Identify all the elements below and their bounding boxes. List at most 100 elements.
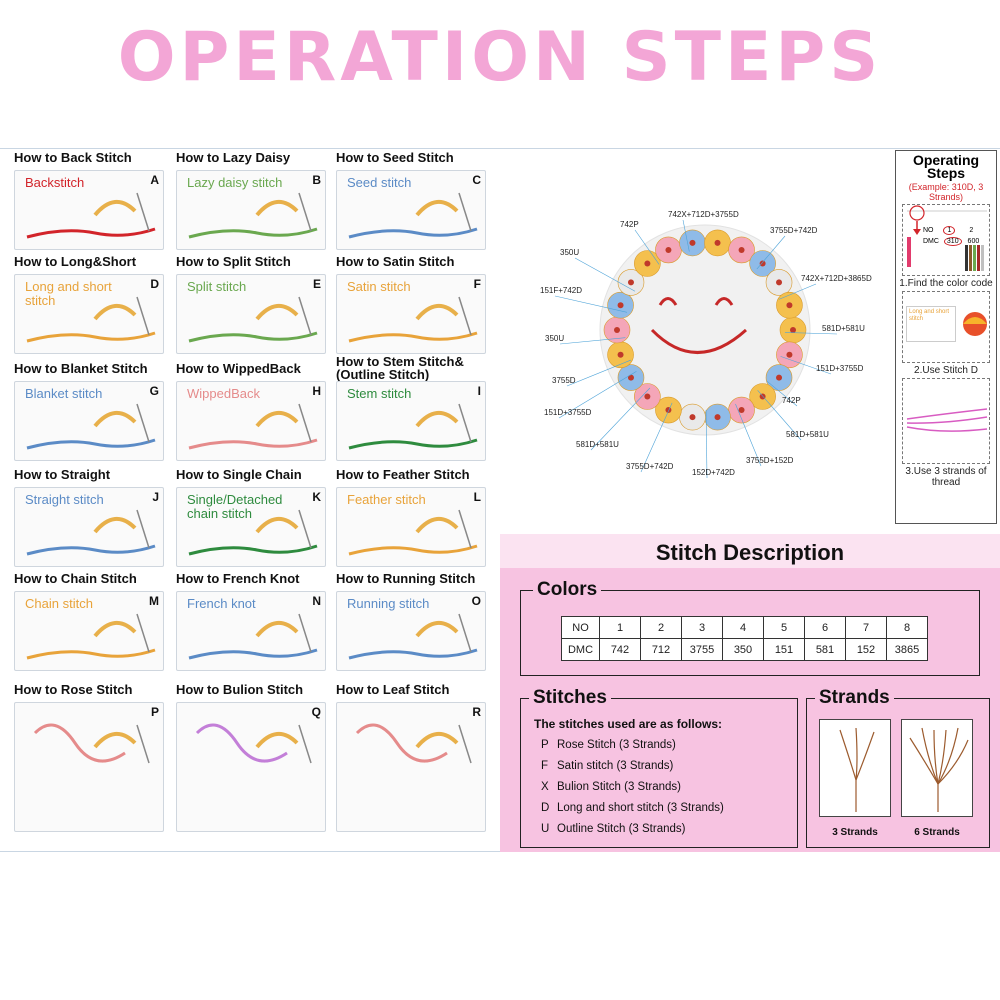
step2-caption: 2.Use Stitch D — [914, 365, 978, 376]
stitch-card-label: Satin stitch — [347, 279, 411, 294]
stitch-illustration — [348, 403, 478, 450]
operating-steps-example: (Example: 310D, 3 Strands) — [908, 182, 984, 202]
wreath-color-label: 742X+712D+3755D — [668, 210, 739, 219]
stitch-illustration — [348, 613, 478, 660]
wreath-flower-center — [759, 260, 766, 267]
mini-dmc-label: DMC — [923, 238, 939, 245]
wreath-color-label: 152D+742D — [692, 468, 735, 477]
wreath-color-label: 151D+3755D — [544, 408, 592, 417]
stitch-card-letter: J — [152, 490, 159, 504]
step2-image: Long and short stitch — [902, 291, 990, 363]
wreath-leader-line — [735, 403, 762, 467]
wreath-leader-line — [757, 390, 802, 441]
page-title: OPERATION STEPS — [117, 18, 883, 97]
colors-no-header: NO — [561, 616, 600, 639]
stitch-name: Satin stitch (3 Strands) — [557, 760, 674, 772]
stitch-name: Rose Stitch (3 Strands) — [557, 739, 676, 751]
stitch-card-letter: K — [312, 490, 321, 504]
stitch-card-letter: F — [473, 277, 481, 291]
colors-no-cell: 1 — [599, 616, 641, 639]
colors-dmc-cell: 712 — [640, 638, 682, 661]
strands-title: Strands — [815, 687, 894, 709]
colors-dmc-cell: 151 — [763, 638, 805, 661]
colors-no-cell: 5 — [763, 616, 805, 639]
strands-6-image — [901, 719, 973, 817]
stitch-card-letter: H — [312, 384, 321, 398]
colors-no-cell: 3 — [681, 616, 723, 639]
stitch-description-title: Stitch Description — [500, 534, 1000, 568]
colors-dmc-cell: 3755 — [681, 638, 723, 661]
wreath-color-label: 151F+742D — [540, 286, 583, 295]
stitch-illustration — [188, 509, 318, 556]
wreath-flower-center — [644, 393, 651, 400]
wreath-leader-line — [778, 283, 817, 300]
wreath-flower-center — [617, 351, 624, 358]
colors-dmc-cell: 350 — [722, 638, 764, 661]
wreath-leader-line — [780, 356, 832, 375]
wreath-color-label: 3755D+742D — [626, 462, 674, 471]
strands-box: Strands 3 Strands 6 Strands — [806, 687, 990, 848]
wreath-flower-center — [738, 407, 745, 414]
stitch-tutorial-title: How to WippedBack — [176, 361, 301, 376]
wreath-leader-line — [682, 219, 690, 252]
step3-caption: 3.Use 3 strands of thread — [905, 466, 987, 488]
wreath-flower-center — [786, 351, 793, 358]
stitch-illustration — [26, 403, 156, 450]
colors-title: Colors — [533, 579, 602, 601]
wreath-leader-line — [558, 371, 637, 419]
colors-no-cell: 6 — [804, 616, 846, 639]
stitch-illustration — [195, 723, 312, 764]
wreath-flower-center — [776, 374, 783, 381]
wreath-leader-line — [554, 295, 628, 313]
colors-dmc-cell: 3865 — [886, 638, 928, 661]
stitch-card-label: Seed stitch — [347, 175, 412, 190]
stitch-illustration — [188, 296, 318, 343]
operating-steps-panel: Operating Steps (Example: 310D, 3 Strand… — [895, 150, 997, 524]
wreath-flower-center — [714, 414, 721, 421]
stitch-tutorial-title: How to Rose Stitch — [14, 682, 133, 697]
stitch-illustration — [26, 192, 156, 239]
stitch-tutorial-title: How to Back Stitch — [14, 150, 132, 165]
wreath-leader-line — [756, 235, 786, 270]
stitch-card-label: Backstitch — [25, 175, 85, 190]
stitch-card-label: WippedBack — [187, 386, 260, 401]
stitch-code: P — [541, 739, 549, 751]
step1-caption: 1.Find the color code — [899, 278, 993, 289]
stitch-illustration — [33, 723, 150, 764]
wreath-leader-line — [574, 257, 636, 292]
stitch-card-label: Blanket stitch — [25, 386, 103, 401]
wreath-color-label: 581D+581U — [786, 430, 829, 439]
wreath-leader-line — [559, 337, 626, 345]
colors-dmc-header: DMC — [561, 638, 600, 661]
stitch-tutorial-title: How to Running Stitch — [336, 571, 476, 586]
wreath-leader-line — [766, 380, 798, 407]
stitch-tutorial-title: How to French Knot — [176, 571, 300, 586]
stitch-card-label: Chain stitch — [25, 596, 93, 611]
colors-no-cell: 2 — [640, 616, 682, 639]
stitch-tutorial-card: Q — [176, 702, 326, 832]
stitch-card-letter: I — [477, 384, 481, 398]
stitch-card-label: Lazy daisy stitch — [187, 175, 283, 190]
wreath-leader-line — [634, 229, 660, 265]
stitch-card-letter: O — [471, 594, 481, 608]
colors-dmc-cell: 581 — [804, 638, 846, 661]
stitch-tutorial-i: How to Stem Stitch& (Outline Stitch)Stem… — [336, 355, 486, 461]
step1-image: NO 1 2 DMC 310 600 — [902, 204, 990, 276]
wreath-color-label: 151D+3755D — [816, 364, 864, 373]
